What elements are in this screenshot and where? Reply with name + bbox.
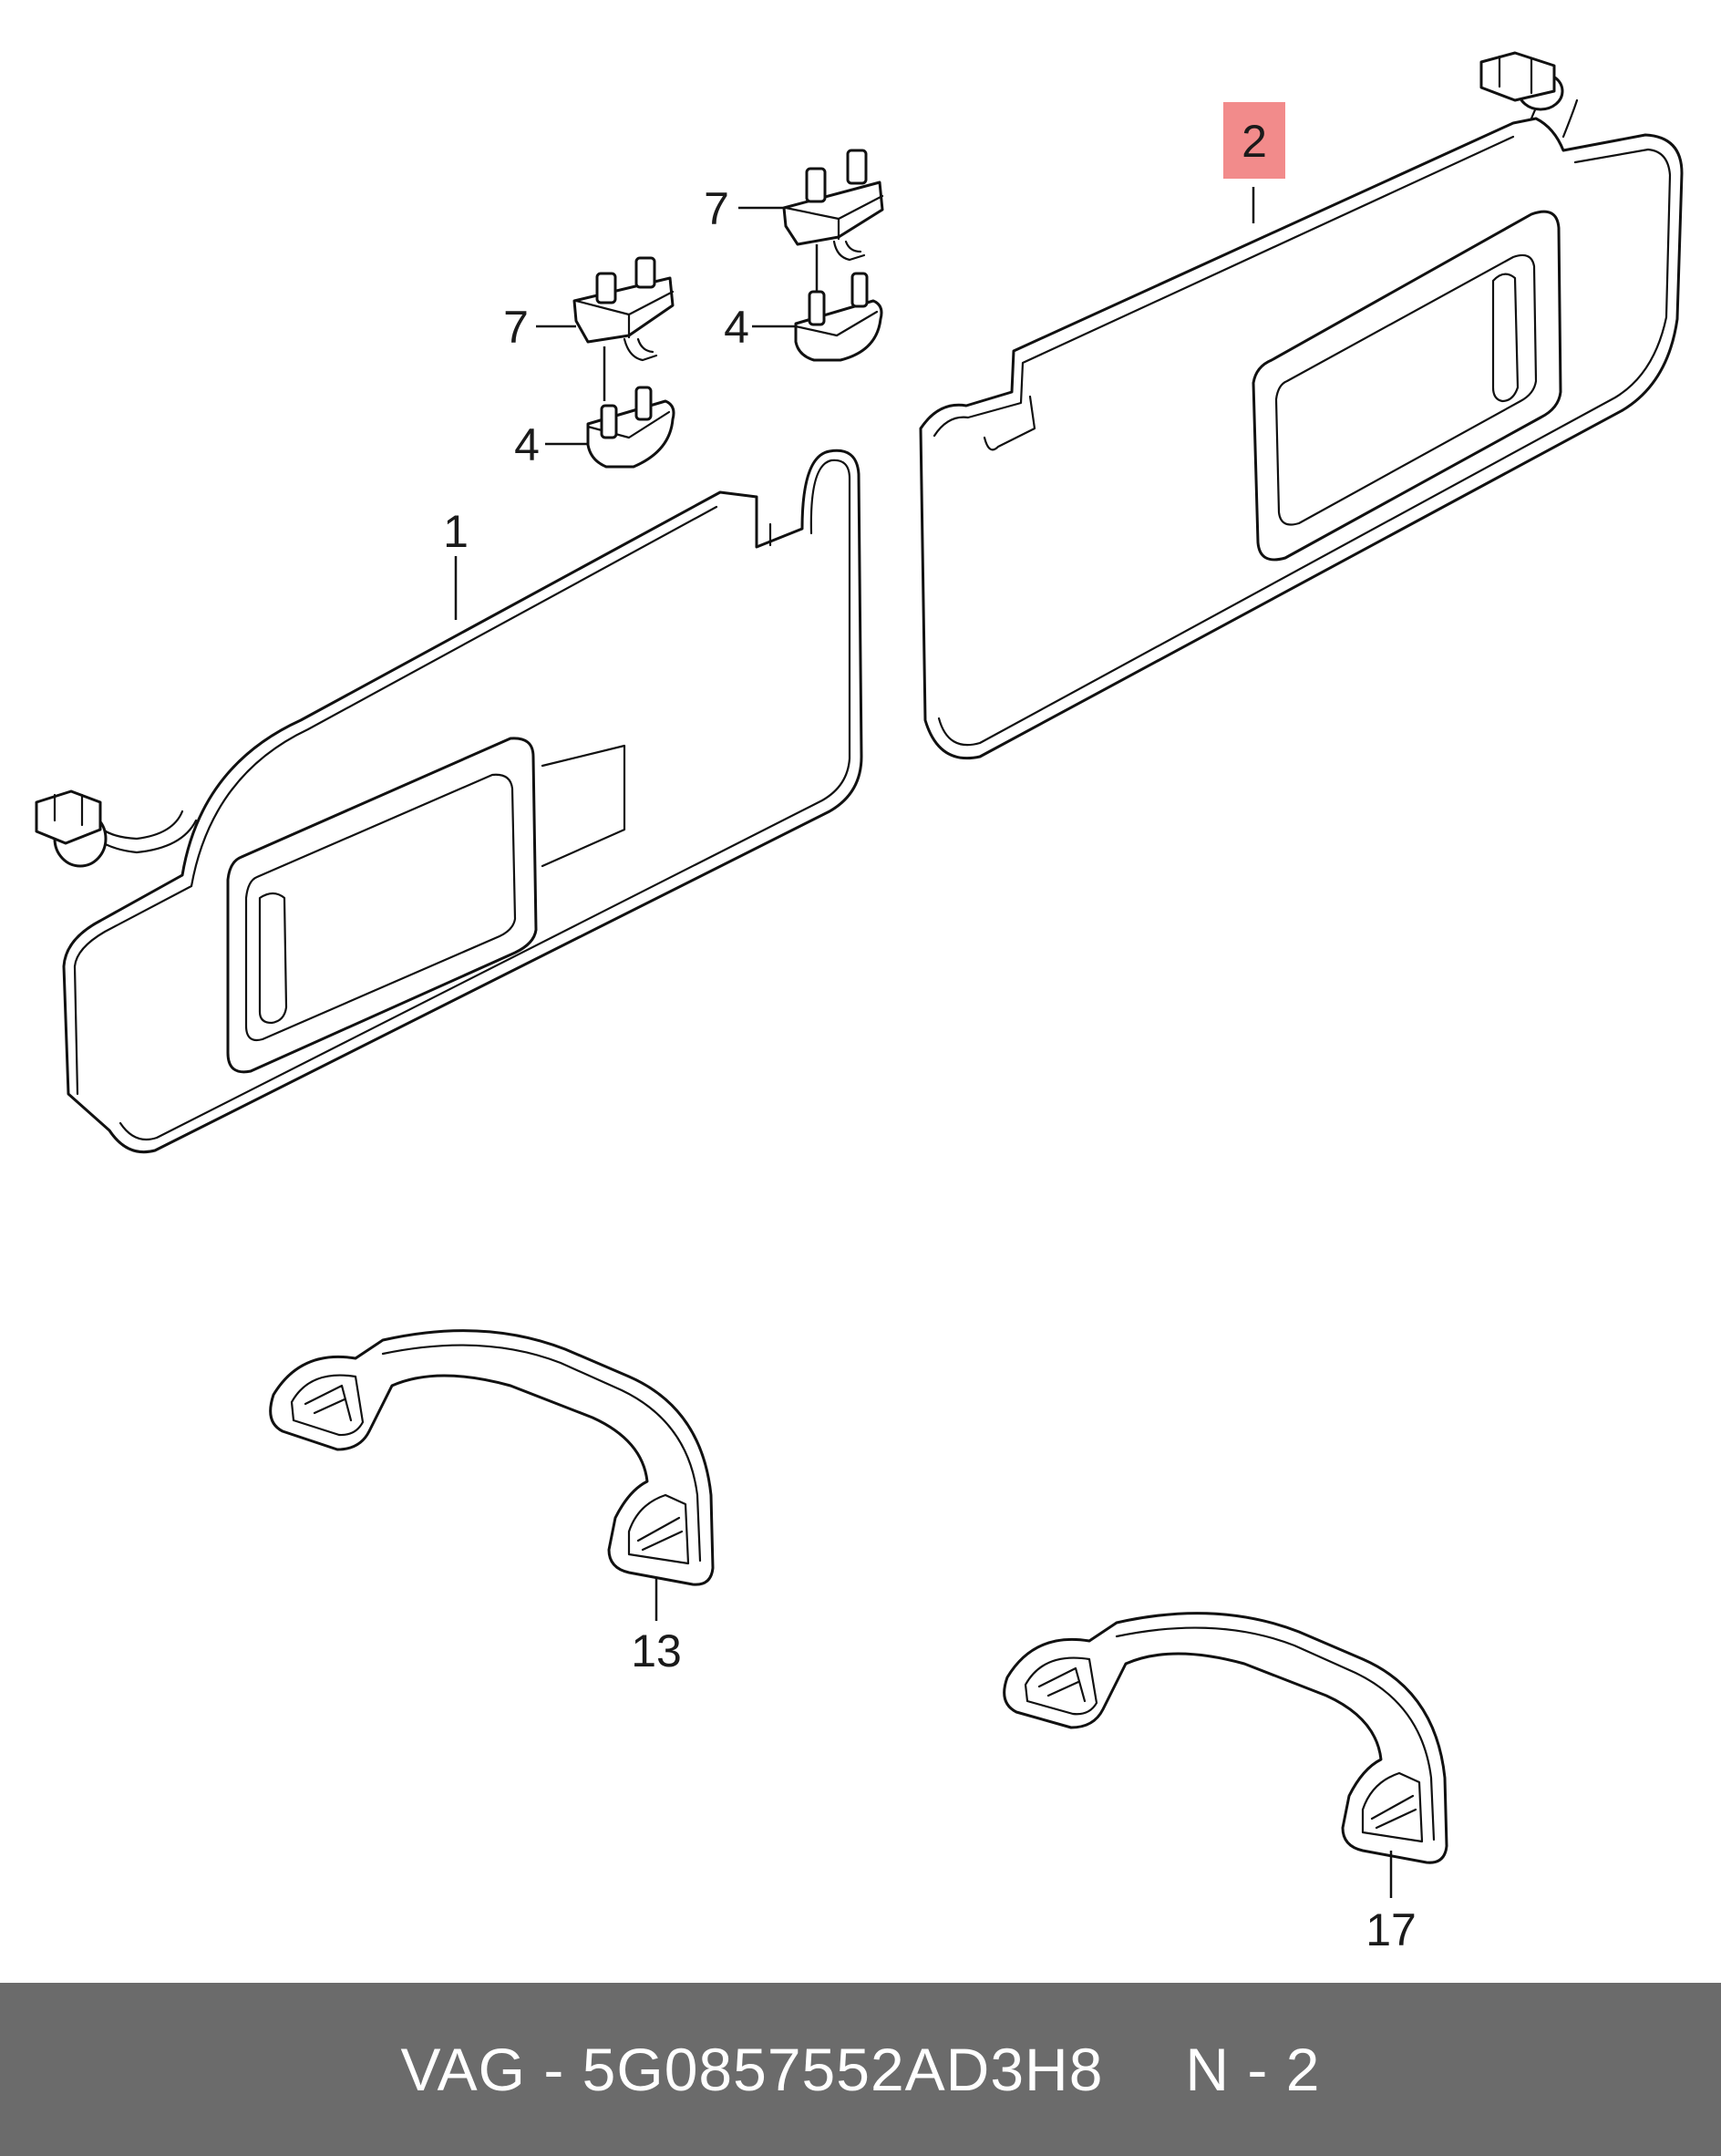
callout-7-right[interactable]: 7 xyxy=(704,183,729,234)
sun-visor-left[interactable] xyxy=(35,449,863,1154)
callout-highlight-box xyxy=(1223,102,1285,179)
leader-lines xyxy=(454,187,1393,1898)
diagram-position: N - 2 xyxy=(1185,2036,1321,2103)
clip-holder-7-left[interactable] xyxy=(572,256,675,362)
sun-visor-right[interactable] xyxy=(919,51,1684,760)
callout-7-left[interactable]: 7 xyxy=(503,302,529,353)
callout-17[interactable]: 17 xyxy=(1365,1904,1417,1955)
cap-4-right[interactable] xyxy=(794,272,883,362)
callout-2[interactable]: 2 xyxy=(1242,116,1267,167)
footer-bar: VAG - 5G0857552AD3H8 N - 2 xyxy=(0,1983,1721,2156)
callout-4-right[interactable]: 4 xyxy=(724,302,749,353)
parts-diagram: 1 2 4 4 7 7 13 17 xyxy=(35,51,1684,1955)
cap-4-left[interactable] xyxy=(586,386,675,469)
callout-1[interactable]: 1 xyxy=(443,506,469,557)
grab-handle-13[interactable] xyxy=(269,1329,715,1586)
callout-4-left[interactable]: 4 xyxy=(514,419,540,470)
clip-holder-7-right[interactable] xyxy=(782,149,884,262)
footer-text: VAG - 5G0857552AD3H8 N - 2 xyxy=(401,2035,1321,2104)
grab-handle-17[interactable] xyxy=(1003,1612,1448,1864)
callout-13[interactable]: 13 xyxy=(631,1625,682,1676)
part-number: VAG - 5G0857552AD3H8 xyxy=(400,2036,1104,2103)
